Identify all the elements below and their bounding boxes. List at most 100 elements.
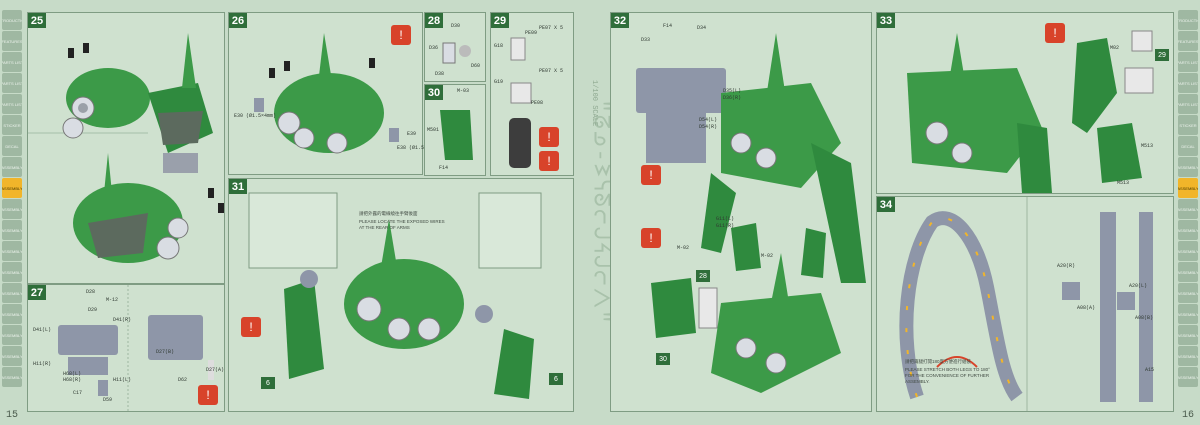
left-tab[interactable]: ASSEMBLY — [2, 283, 22, 303]
callout-e39: E39 — [407, 131, 417, 137]
warning-icon: ! — [539, 127, 559, 147]
callout-h68l: H68(L) — [63, 371, 82, 377]
step-number: 30 — [425, 85, 443, 100]
note-english: PLEASE LOCATE THE EXPOSED WIRES AT THE R… — [359, 219, 445, 230]
callout-d33: D33 — [641, 37, 651, 43]
left-tab[interactable]: ASSEMBLY — [2, 199, 22, 219]
left-tab[interactable]: ASSEMBLY — [2, 304, 22, 324]
left-tab[interactable]: ASSEMBLY — [2, 262, 22, 282]
warning-icon: ! — [641, 228, 661, 248]
step-number: 29 — [491, 13, 509, 28]
right-tab[interactable]: ASSEMBLY — [1178, 220, 1198, 240]
sub-step-number: 29 — [1155, 49, 1169, 61]
left-tab[interactable]: ASSEMBLY — [2, 325, 22, 345]
callout-d41r: D41(R) — [113, 317, 132, 323]
sub-step-number: 30 — [656, 353, 670, 365]
right-tab[interactable]: PARTS LIST — [1178, 52, 1198, 72]
callout-d28: D28 — [86, 289, 96, 295]
right-tab-active[interactable]: ASSEMBLY — [1178, 178, 1198, 198]
callout-d54l: D54(L) — [699, 117, 718, 123]
callout-d34: D34 — [697, 25, 707, 31]
right-section-tabs: INTRODUCTION FEATURES PARTS LIST PARTS L… — [1178, 10, 1198, 387]
callout-g19: G19 — [494, 79, 504, 85]
warning-icon: ! — [539, 151, 559, 171]
callout-f14: F14 — [439, 165, 449, 171]
step-31-panel: 31 請把外露的電線繞往手臂後面 PLEASE LOCATE THE EXPOS… — [228, 178, 574, 412]
left-tab[interactable]: PARTS LIST — [2, 73, 22, 93]
step-26-panel: 26 E30 (Ø1.5×4mm) E38 (Ø1.5×3.5mm) E39 ! — [228, 12, 445, 175]
left-tab[interactable]: ASSEMBLY — [2, 346, 22, 366]
step-33-illustration — [907, 30, 1154, 193]
step-28-illustration — [442, 42, 471, 64]
right-tab[interactable]: DECAL — [1178, 136, 1198, 156]
left-tab[interactable]: INTRODUCTION — [2, 10, 22, 30]
left-tab[interactable]: STICKER — [2, 115, 22, 135]
left-section-tabs: INTRODUCTION FEATURES PARTS LIST PARTS L… — [2, 10, 22, 387]
left-tab[interactable]: DECAL — [2, 136, 22, 156]
left-tab[interactable]: PARTS LIST — [2, 52, 22, 72]
callout-c17: C17 — [73, 390, 83, 396]
left-tab[interactable]: ASSEMBLY — [2, 367, 22, 387]
note-chinese: 請把外露的電線繞往手臂後面 — [359, 211, 418, 216]
callout-pe07a: PE07 X 5 — [539, 25, 564, 31]
page-number-right: 16 — [1181, 410, 1194, 421]
callout-g18: G18 — [494, 43, 504, 49]
step-25-illustration — [28, 33, 224, 263]
right-tab[interactable]: ASSEMBLY — [1178, 157, 1198, 177]
right-tab[interactable]: ASSEMBLY — [1178, 283, 1198, 303]
step-number: 34 — [877, 197, 895, 212]
right-tab[interactable]: PARTS LIST — [1178, 94, 1198, 114]
step-28-panel: 28 D30 D36 D38 D60 — [424, 12, 486, 82]
callout-h11l: H11(L) — [113, 377, 132, 383]
callout-d41l: D41(L) — [33, 327, 52, 333]
callout-a20l: A20(L) — [1129, 283, 1148, 289]
right-tab[interactable]: ASSEMBLY — [1178, 241, 1198, 261]
callout-d62: D62 — [178, 377, 188, 383]
callout-h11r: H11(R) — [33, 361, 52, 367]
right-tab[interactable]: ASSEMBLY — [1178, 367, 1198, 387]
callout-e30: E30 (Ø1.5×4mm) — [234, 113, 277, 119]
right-tab[interactable]: FEATURES — [1178, 31, 1198, 51]
step-29-illustration — [509, 37, 532, 168]
step-number: 27 — [28, 285, 46, 300]
step-number: 31 — [229, 179, 247, 194]
sub-step-number: 6 — [261, 377, 275, 389]
callout-d60: D60 — [471, 63, 481, 69]
callout-pe07b: PE07 X 5 — [539, 68, 564, 74]
callout-d35l: D35(L) — [723, 88, 742, 94]
right-tab[interactable]: ASSEMBLY — [1178, 199, 1198, 219]
callout-d30: D30 — [451, 23, 461, 29]
warning-icon: ! — [641, 165, 661, 185]
left-tab[interactable]: ASSEMBLY — [2, 220, 22, 240]
left-tab[interactable]: FEATURES — [2, 31, 22, 51]
left-tab[interactable]: ASSEMBLY — [2, 241, 22, 261]
step-34-illustration — [899, 197, 1153, 411]
left-tab[interactable]: PARTS LIST — [2, 94, 22, 114]
right-tab[interactable]: ASSEMBLY — [1178, 262, 1198, 282]
right-tab[interactable]: PARTS LIST — [1178, 73, 1198, 93]
callout-a20r: A20(R) — [1057, 263, 1076, 269]
callout-m12: M-12 — [106, 297, 119, 303]
right-tab[interactable]: ASSEMBLY — [1178, 325, 1198, 345]
callout-d59: D59 — [103, 397, 113, 403]
right-tab[interactable]: STICKER — [1178, 115, 1198, 135]
right-tab[interactable]: ASSEMBLY — [1178, 304, 1198, 324]
step-30-illustration — [440, 110, 473, 160]
right-tab[interactable]: INTRODUCTION — [1178, 10, 1198, 30]
right-tab[interactable]: ASSEMBLY — [1178, 346, 1198, 366]
scale-label: 1/100 SCALE — [590, 80, 598, 127]
step-number: 26 — [229, 13, 247, 28]
step-25-panel: 25 — [27, 12, 225, 284]
left-tab-active[interactable]: ASSEMBLY — [2, 178, 22, 198]
step-32-illustration — [636, 33, 866, 393]
callout-m02: M02 — [1110, 45, 1120, 51]
callout-g11r: G11(R) — [716, 223, 735, 229]
warning-icon: ! — [391, 25, 411, 45]
callout-a15: A15 — [1145, 367, 1155, 373]
step-32-panel: 32 D33 F14 D34 D35(L) D36(R) D54(L) D54(… — [610, 12, 872, 412]
left-tab[interactable]: ASSEMBLY — [2, 157, 22, 177]
callout-a08b: A08(B) — [1135, 315, 1154, 321]
note-chinese: 請把兩腿打開180度方便進行組裝 — [905, 359, 972, 364]
callout-m513a: M513 — [1141, 143, 1154, 149]
